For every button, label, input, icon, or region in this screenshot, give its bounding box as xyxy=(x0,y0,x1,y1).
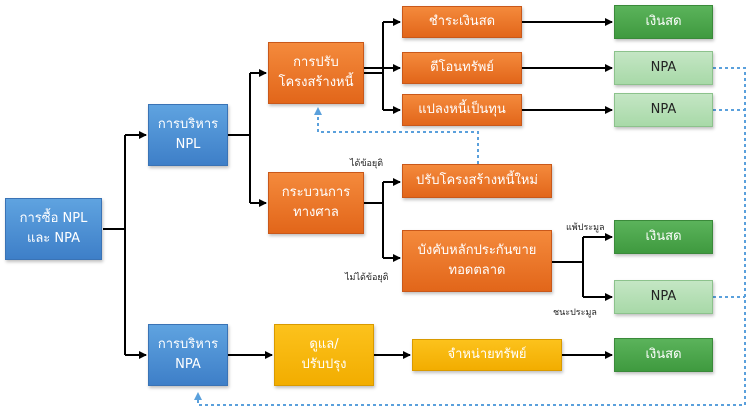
manage-npa-box: การบริหาร NPA xyxy=(148,324,228,386)
npa-box-3: NPA xyxy=(614,280,713,314)
connector-npl-trunk xyxy=(228,73,251,203)
dotted-re-restructure-loop xyxy=(314,107,479,164)
sell-asset-box: จำหน่ายทรัพย์ xyxy=(412,339,562,371)
connector-root-trunk xyxy=(103,135,126,355)
dotted-npa-feedback-loop xyxy=(194,67,746,406)
restructure-box: การปรับ โครงสร้างหนี้ xyxy=(268,42,364,104)
care-improve-box: ดูแล/ ปรับปรุง xyxy=(274,324,374,386)
cash-box-1: เงินสด xyxy=(614,5,713,39)
cash-box-3: เงินสด xyxy=(614,338,713,372)
connector-restructure-trunk xyxy=(364,22,384,110)
court-process-box: กระบวนการ ทางศาล xyxy=(268,172,364,234)
not-settled-label: ไม่ได้ข้อยุติ xyxy=(345,273,389,283)
re-restructure-box: ปรับโครงสร้างหนี้ใหม่ xyxy=(402,164,552,198)
connector-court-trunk xyxy=(364,182,384,258)
auction-won-label: ชนะประมูล xyxy=(553,308,597,318)
debt-to-equity-box: แปลงหนี้เป็นทุน xyxy=(402,94,522,126)
buy-npl-npa-box: การซื้อ NPL และ NPA xyxy=(5,198,102,260)
manage-npl-box: การบริหาร NPL xyxy=(148,104,228,166)
pay-cash-box: ชำระเงินสด xyxy=(402,6,522,38)
connector-auction-trunk xyxy=(552,237,584,297)
asset-transfer-box: ตีโอนทรัพย์ xyxy=(402,52,522,84)
cash-box-2: เงินสด xyxy=(614,220,713,254)
auction-lost-label: แพ้ประมูล xyxy=(566,223,605,233)
npa-box-2: NPA xyxy=(614,93,713,127)
settled-label: ได้ข้อยุติ xyxy=(350,159,384,169)
foreclose-sell-box: บังคับหลักประกันขาย ทอดตลาด xyxy=(402,230,552,292)
npa-box-1: NPA xyxy=(614,51,713,85)
